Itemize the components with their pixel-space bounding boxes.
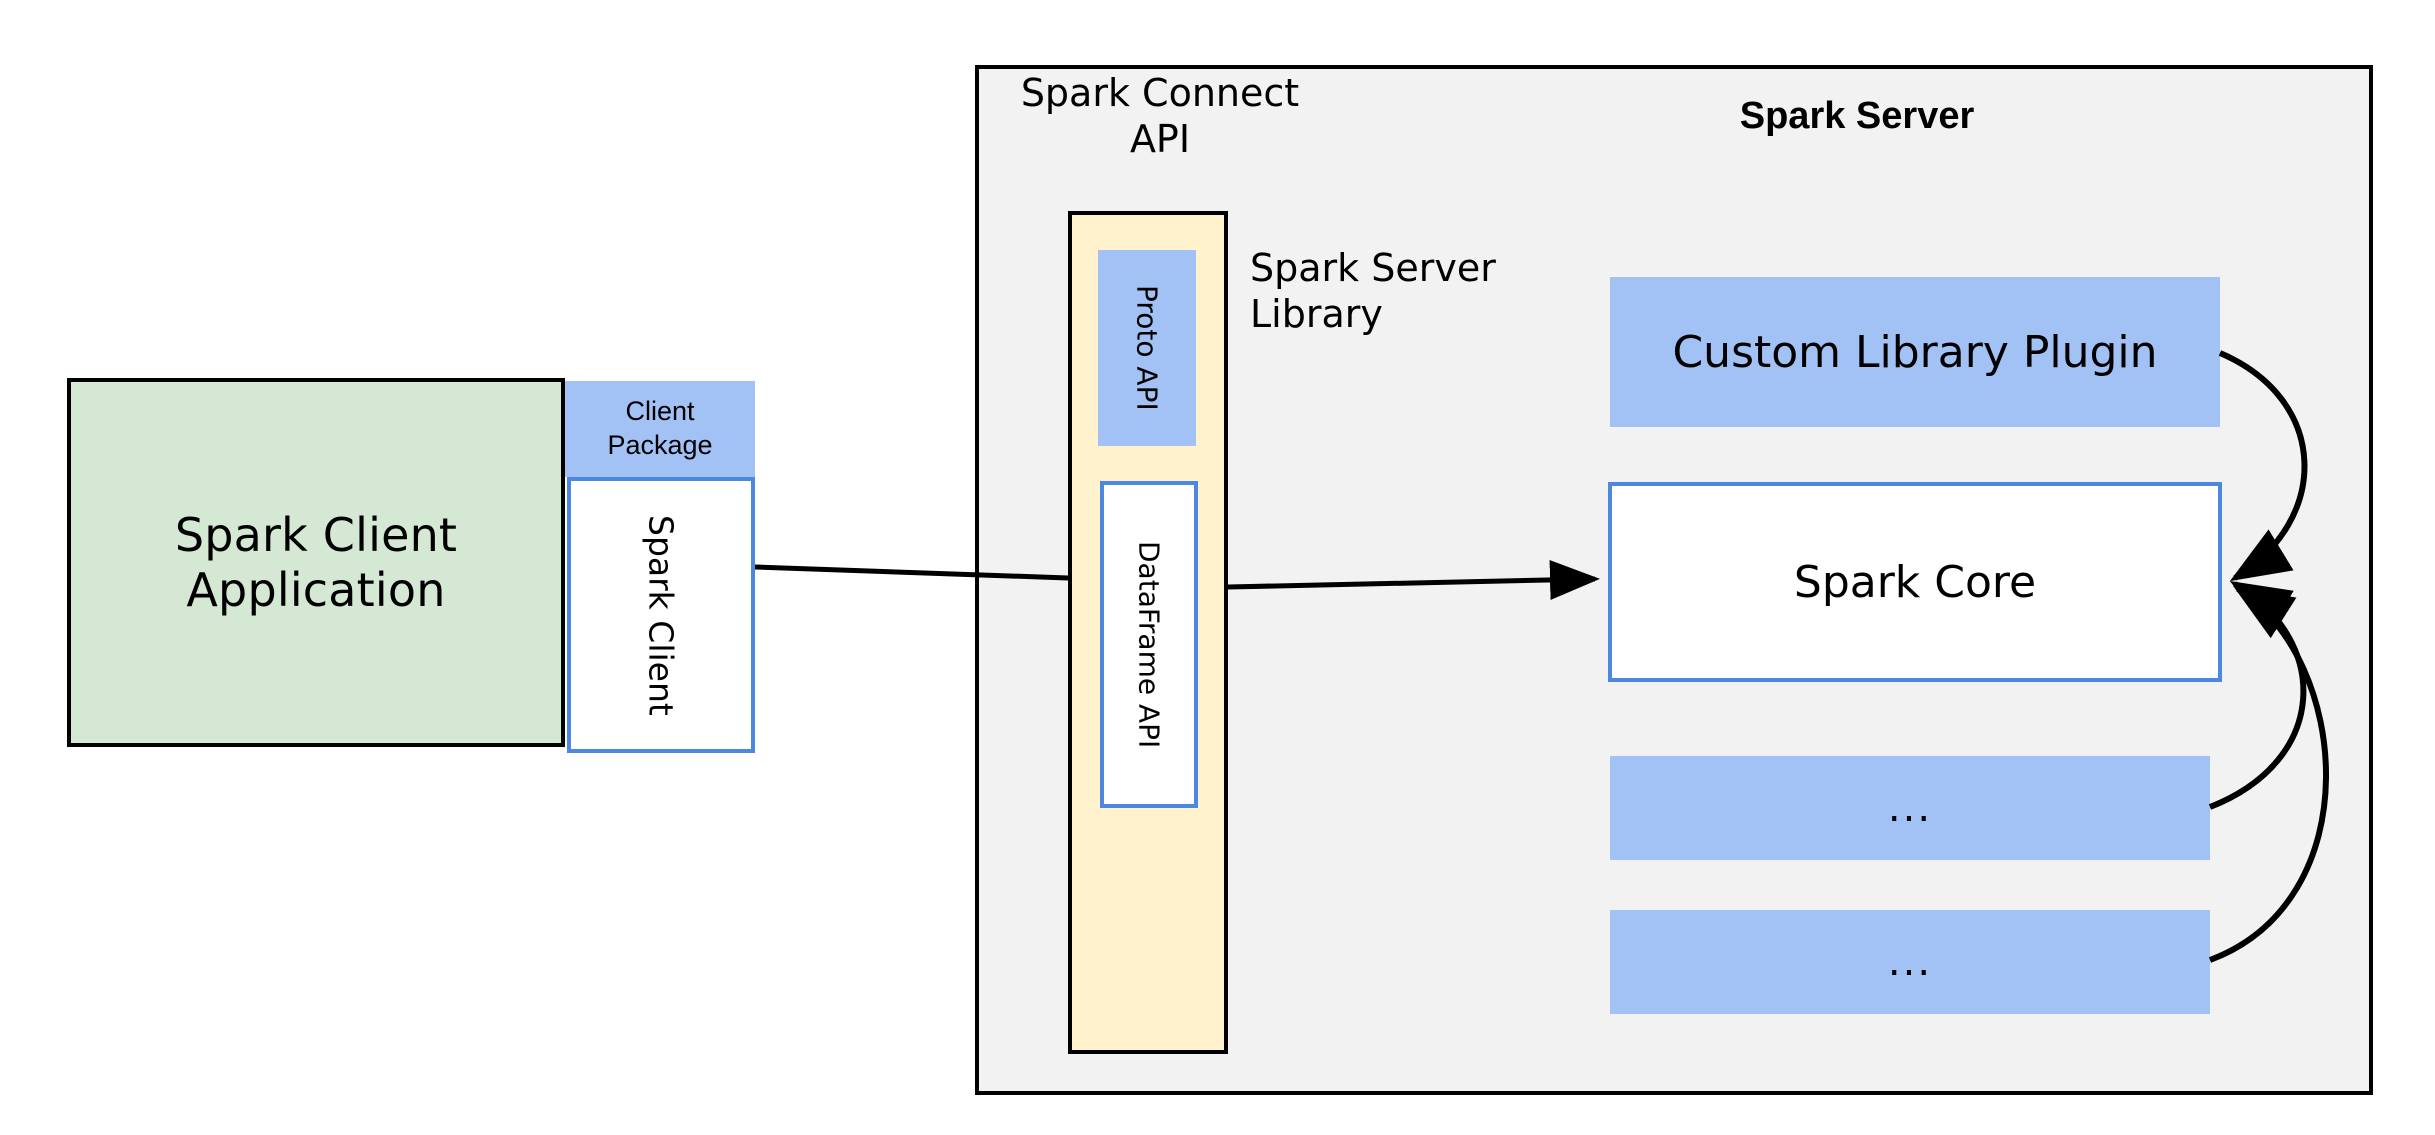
spark-server-library-label: Spark Server Library <box>1250 246 1496 337</box>
placeholder-label-2: ... <box>1887 939 1933 985</box>
spark-client-label: Spark Client <box>641 514 681 716</box>
spark-core-box: Spark Core <box>1608 482 2222 682</box>
proto-api-box: Proto API <box>1098 250 1196 446</box>
spark-client-application-box: Spark Client Application <box>67 378 565 747</box>
dataframe-api-label: DataFrame API <box>1132 540 1166 749</box>
custom-library-plugin-label: Custom Library Plugin <box>1672 326 2158 378</box>
custom-library-plugin-box: Custom Library Plugin <box>1610 277 2220 427</box>
dataframe-api-box: DataFrame API <box>1100 481 1198 808</box>
spark-client-application-label: Spark Client Application <box>174 508 458 617</box>
spark-server-title: Spark Server <box>1739 95 1975 137</box>
client-package-box: Client Package <box>565 381 755 477</box>
proto-api-label: Proto API <box>1130 285 1164 411</box>
spark-client-box: Spark Client <box>567 477 755 753</box>
placeholder-box-1: ... <box>1610 756 2210 860</box>
placeholder-label-1: ... <box>1887 785 1933 831</box>
client-package-label: Client Package <box>607 396 713 460</box>
placeholder-box-2: ... <box>1610 910 2210 1014</box>
spark-connect-api-label: Spark Connect API <box>1020 71 1300 162</box>
spark-core-label: Spark Core <box>1793 556 2037 608</box>
